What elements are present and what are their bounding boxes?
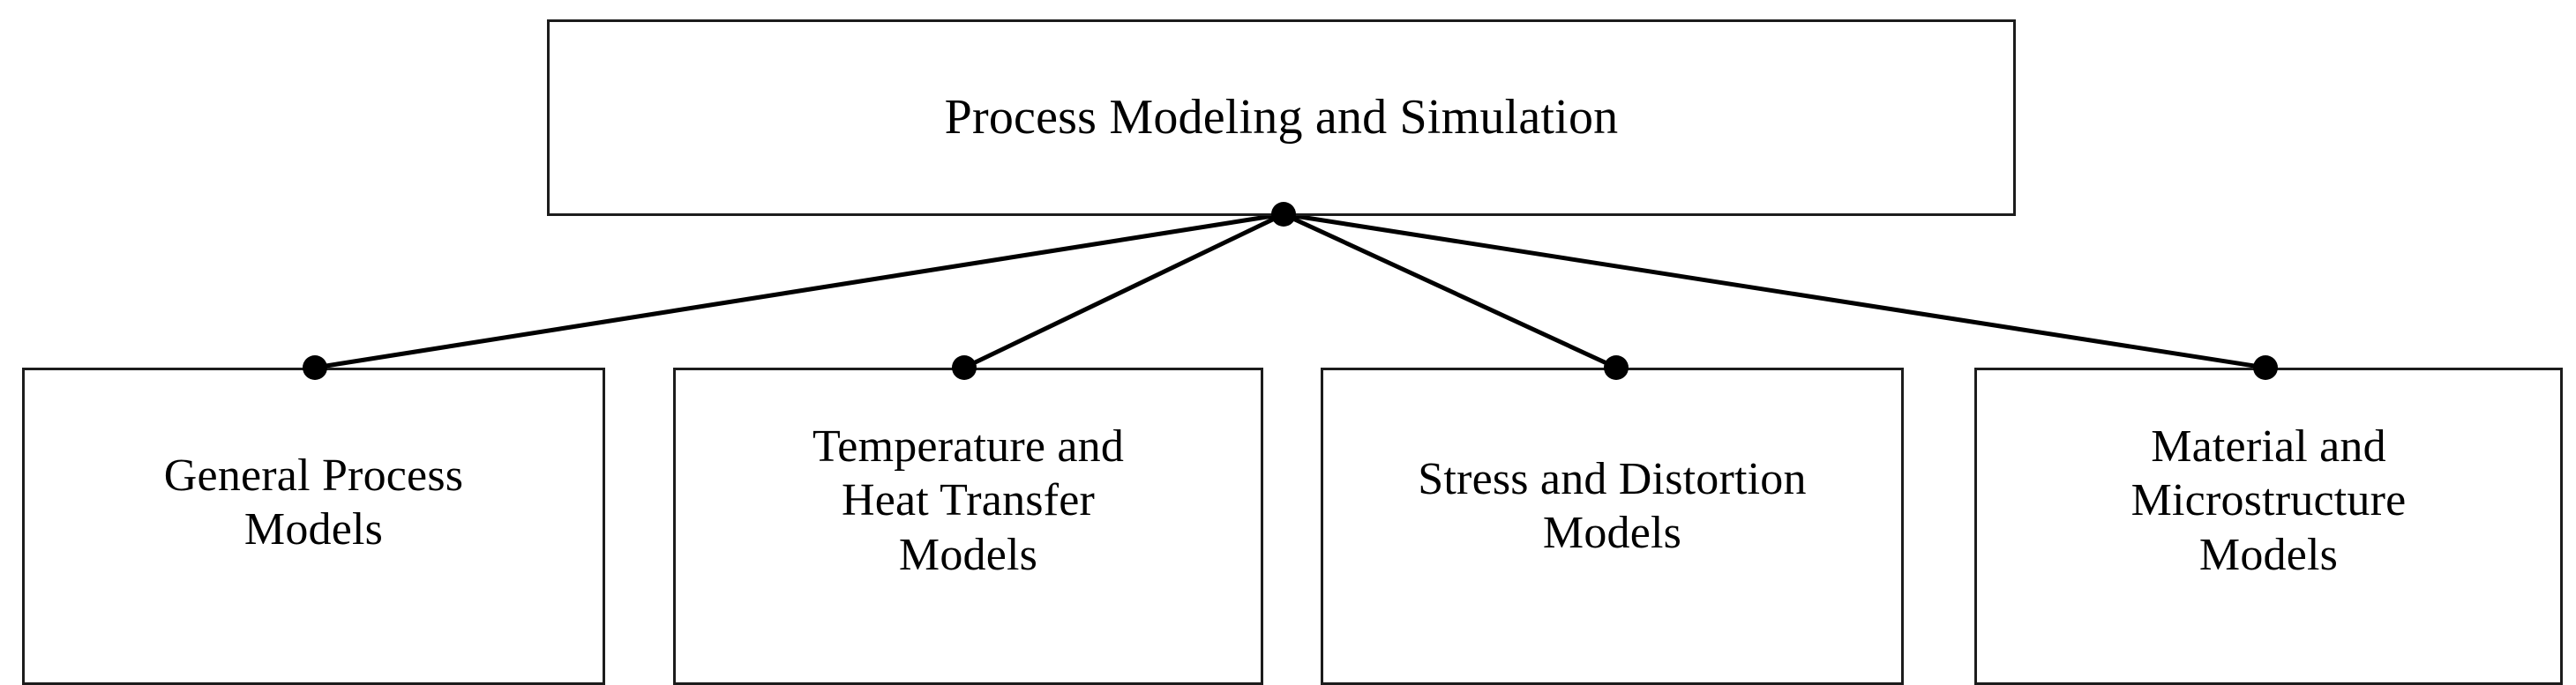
child-node-label-temperature-heat-transfer-models: Temperature and Heat Transfer Models (812, 421, 1125, 580)
connector-dot-general-process-models (303, 355, 327, 380)
child-node-label-material-microstructure-models: Material and Microstructure Models (2130, 421, 2407, 580)
connector-dot-material-microstructure-models (2253, 355, 2278, 380)
connector-dot-stress-distortion-models (1604, 355, 1629, 380)
connector-line-stress-distortion-models (1282, 212, 1618, 370)
connector-line-temperature-heat-transfer-models (962, 212, 1285, 370)
child-node-box-temperature-heat-transfer-models[interactable]: Temperature and Heat Transfer Models (673, 368, 1263, 685)
child-node-box-general-process-models[interactable]: General Process Models (22, 368, 605, 685)
root-node-label: Process Modeling and Simulation (944, 90, 1619, 145)
child-node-box-material-microstructure-models[interactable]: Material and Microstructure Models (1974, 368, 2563, 685)
child-node-box-stress-distortion-models[interactable]: Stress and Distortion Models (1321, 368, 1904, 685)
connector-line-general-process-models (314, 212, 1284, 370)
child-node-label-stress-distortion-models: Stress and Distortion Models (1418, 453, 1807, 558)
root-node-box[interactable]: Process Modeling and Simulation (547, 19, 2016, 216)
connector-line-material-microstructure-models (1283, 212, 2266, 370)
child-node-label-general-process-models: General Process Models (163, 450, 464, 555)
hub-connector-dot (1271, 202, 1296, 227)
connector-dot-temperature-heat-transfer-models (952, 355, 977, 380)
